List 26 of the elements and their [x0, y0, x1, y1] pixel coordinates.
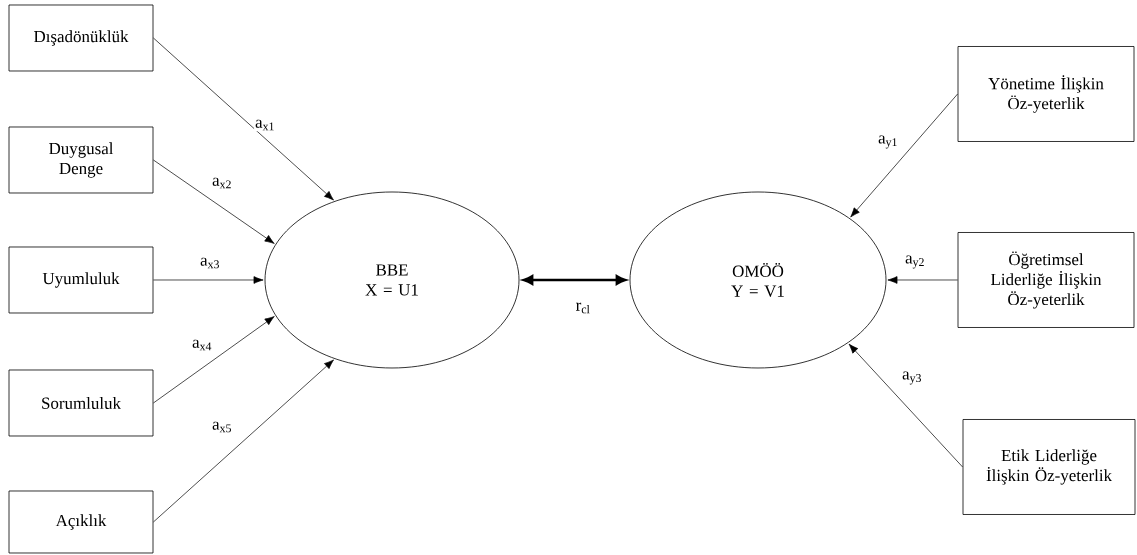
indicator-box: Açıklık [8, 490, 154, 554]
indicator-box: Uyumluluk [8, 246, 154, 314]
arrow [850, 93, 958, 218]
edge-label: a$_{y3}$ [901, 370, 923, 386]
arrow [153, 159, 275, 244]
edge-label: a$_{x4}$ [191, 338, 213, 352]
edge-label: a$_{y2}$ [904, 254, 926, 270]
arrow [153, 37, 334, 201]
arrow [522, 275, 627, 285]
indicator-box: Öğretimsel Liderliğe İlişkin Öz-yeterlik [957, 232, 1135, 328]
arrow [153, 276, 264, 284]
edge-label: a$_{x2}$ [211, 176, 233, 190]
arrow [153, 359, 334, 523]
edge-label: r$_{cl}$ [574, 301, 592, 315]
edge-label: a$_{x5}$ [211, 420, 233, 434]
indicator-box: Yönetime İlişkin Öz-yeterlik [957, 46, 1135, 142]
indicator-box: Etik Liderliğe İlişkin Öz-yeterlik [962, 419, 1136, 515]
edge-label: a$_{y1}$ [877, 134, 899, 150]
indicator-box: Dışadönüklük [8, 4, 154, 72]
arrow [887, 276, 958, 284]
edge-label: a$_{x3}$ [199, 256, 221, 270]
arrow [848, 343, 963, 468]
indicator-box: Duygusal Denge [8, 126, 154, 194]
arrow [153, 316, 275, 404]
edge-label: a$_{x1}$ [254, 118, 276, 132]
indicator-box: Sorumluluk [8, 369, 154, 437]
